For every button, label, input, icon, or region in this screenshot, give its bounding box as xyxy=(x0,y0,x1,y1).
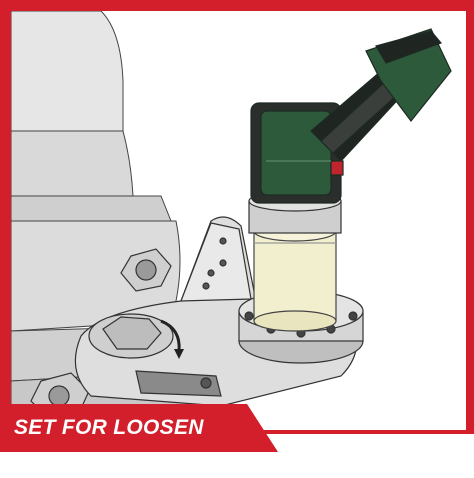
label-banner xyxy=(0,404,278,452)
torque-tool-illustration xyxy=(11,11,466,430)
power-tool xyxy=(250,28,452,204)
border-top xyxy=(0,0,474,11)
border-left xyxy=(0,0,11,430)
border-right xyxy=(466,0,474,440)
sleeve xyxy=(253,220,337,332)
direction-arrow xyxy=(160,319,181,352)
label-text: SET FOR LOOSEN xyxy=(14,416,204,439)
